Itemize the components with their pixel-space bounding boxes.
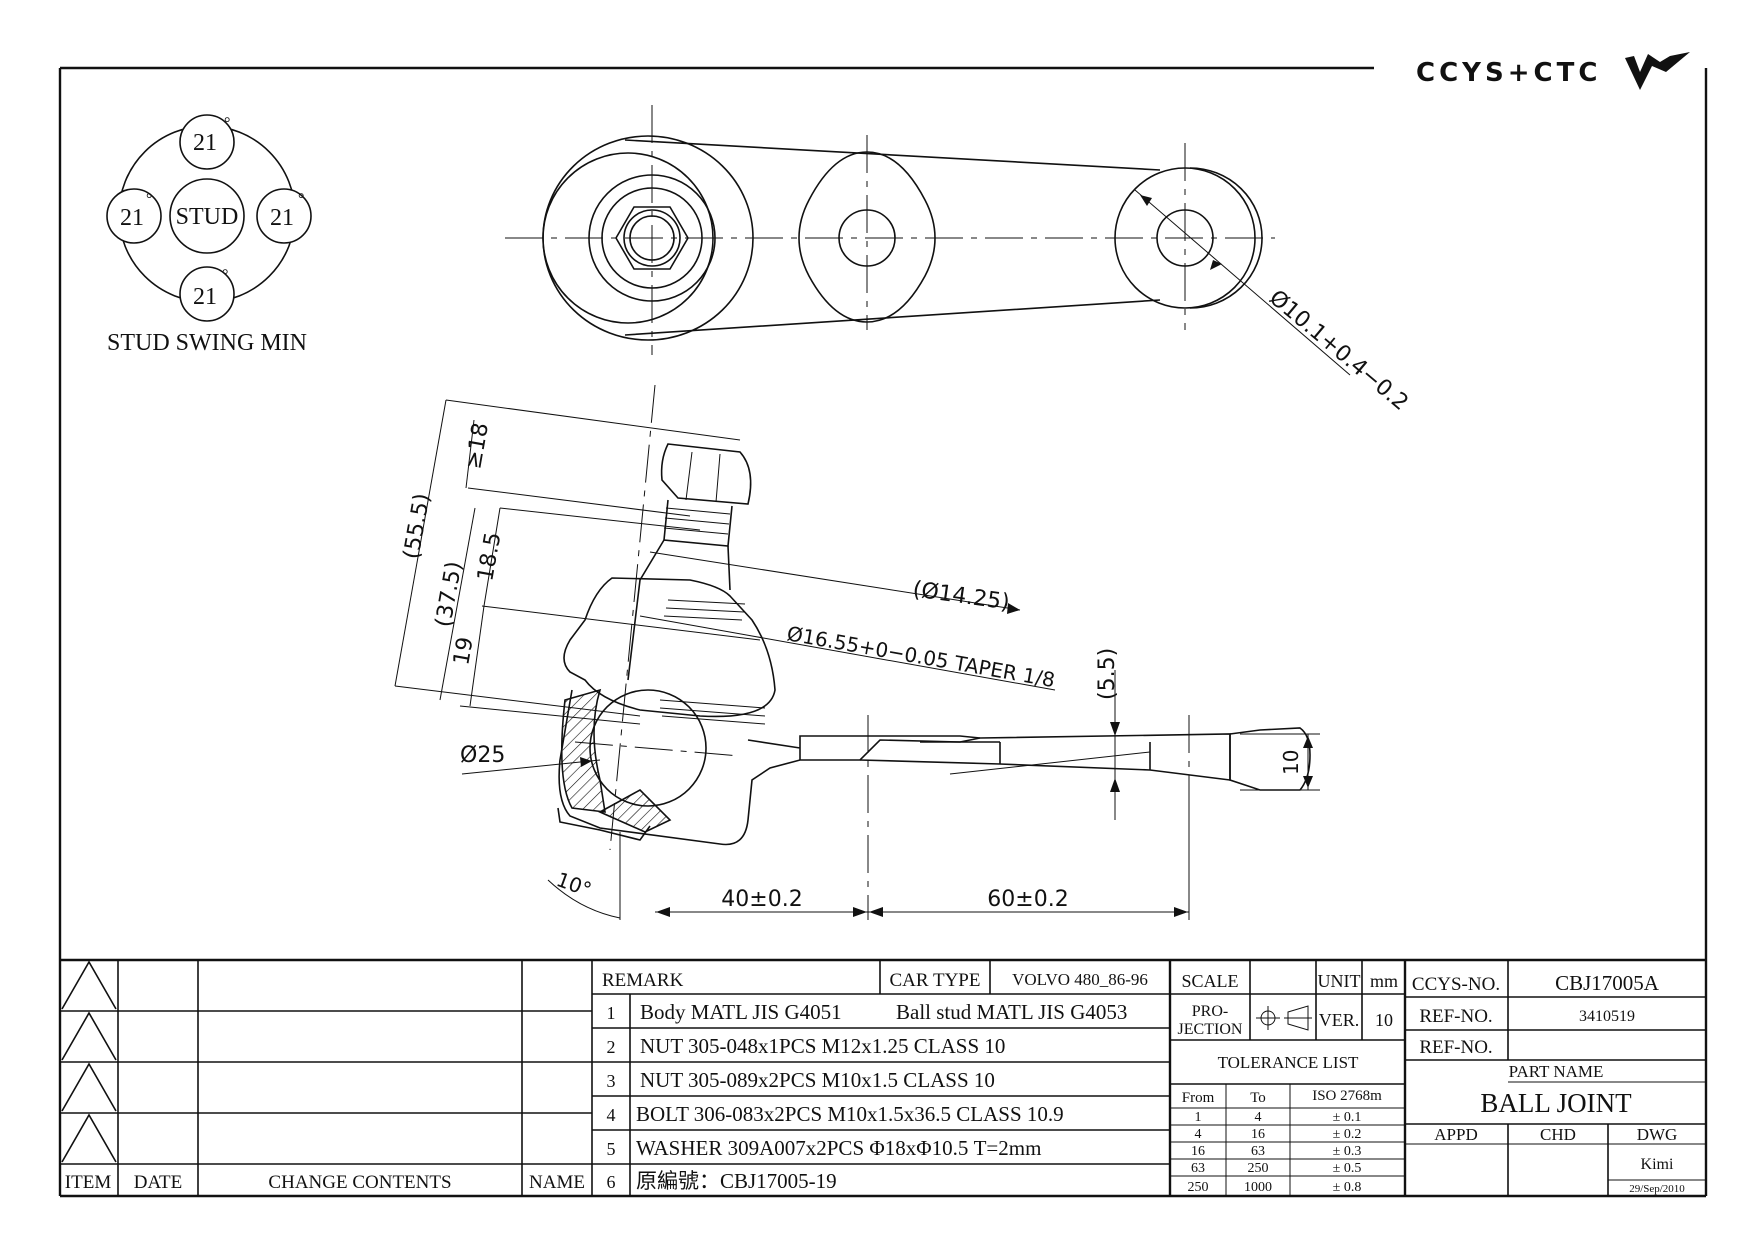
ccys-no-label: CCYS-NO. <box>1412 974 1500 995</box>
remark-no-5: 5 <box>607 1139 616 1159</box>
dim-40: 40±0.2 <box>721 887 802 912</box>
remark-no-4: 4 <box>607 1105 616 1125</box>
tol-to-3: 63 <box>1251 1144 1265 1159</box>
dim-d14-25: (Ø14.25) <box>911 577 1011 615</box>
part-name-value: BALL JOINT <box>1480 1088 1632 1118</box>
chd-label: CHD <box>1540 1125 1576 1144</box>
dim-taper: Ø16.55+0−0.05 TAPER 1/8 <box>785 621 1057 692</box>
remark-no-6: 6 <box>607 1172 616 1192</box>
dim-d25: Ø25 <box>460 743 505 768</box>
remark-no-2: 2 <box>607 1037 616 1057</box>
remark-header: REMARK <box>602 970 684 991</box>
projection-symbol-icon <box>1256 1005 1312 1031</box>
tol-value-2: ± 0.2 <box>1333 1127 1362 1142</box>
title-block: ITEM DATE CHANGE CONTENTS NAME REMARK CA… <box>60 958 1706 1196</box>
swing-top: 21 <box>193 130 217 156</box>
swing-caption: STUD SWING MIN <box>107 330 307 356</box>
company-logo: CCYS+CTC <box>1416 52 1690 90</box>
projection-label-2: JECTION <box>1178 1021 1243 1038</box>
rev-header-contents: CHANGE CONTENTS <box>268 1172 451 1193</box>
part-info-block: CCYS-NO. CBJ17005A REF-NO. 3410519 REF-N… <box>1405 960 1706 1196</box>
swing-bottom: 21 <box>193 284 217 310</box>
swing-left-degree: ° <box>146 191 152 208</box>
rev-header-item: ITEM <box>65 1172 112 1193</box>
dwg-by: Kimi <box>1641 1156 1674 1173</box>
remark-text-1: Body MATL JIS G4051 <box>640 1000 842 1024</box>
dim-eye-diameter: Ø10.1+0.4−0.2 <box>1264 285 1413 415</box>
swing-right: 21 <box>270 205 294 231</box>
tol-header-to: To <box>1250 1090 1266 1106</box>
dwg-label: DWG <box>1637 1125 1678 1144</box>
remarks-table: REMARK CAR TYPE VOLVO 480_86-96 1 Body M… <box>592 960 1172 1196</box>
rev-header-date: DATE <box>134 1172 183 1193</box>
dim-55-5: (55.5) <box>399 492 435 561</box>
remark-no-1: 1 <box>607 1003 616 1023</box>
tol-to-2: 16 <box>1251 1127 1265 1142</box>
tol-header-iso: ISO 2768m <box>1312 1088 1382 1104</box>
remark-text-2: NUT 305-048x1PCS M12x1.25 CLASS 10 <box>640 1034 1005 1058</box>
remark-text-5: WASHER 309A007x2PCS Φ18xΦ10.5 T=2mm <box>636 1136 1041 1160</box>
dim-60: 60±0.2 <box>987 887 1068 912</box>
remark-no-3: 3 <box>607 1071 616 1091</box>
appd-label: APPD <box>1434 1125 1477 1144</box>
remark-text-4: BOLT 306-083x2PCS M10x1.5x36.5 CLASS 10.… <box>636 1102 1064 1126</box>
remark-text-3: NUT 305-089x2PCS M10x1.5 CLASS 10 <box>640 1068 995 1092</box>
tol-value-3: ± 0.3 <box>1333 1144 1362 1159</box>
swing-bottom-degree: ° <box>222 267 228 284</box>
unit-label: UNIT <box>1318 971 1361 991</box>
side-view-dimensions: (55.5) ≥18 (37.5) 18.5 19 (Ø14.25) Ø16.5… <box>394 399 1320 920</box>
tol-from-5: 250 <box>1188 1180 1209 1195</box>
tol-from-1: 1 <box>1195 1110 1202 1125</box>
projection-label-1: PRO- <box>1192 1003 1228 1020</box>
tol-to-1: 4 <box>1255 1110 1262 1125</box>
dim-10: 10 <box>1279 750 1303 775</box>
dim-ge-18: ≥18 <box>461 421 494 471</box>
part-name-label: PART NAME <box>1509 1062 1604 1081</box>
swing-top-degree: ° <box>224 115 230 132</box>
logo-mark-icon <box>1625 52 1690 90</box>
tol-to-5: 1000 <box>1244 1180 1272 1195</box>
stud-swing-diagram: 21 ° 21 ° 21 ° 21 ° STUD STUD SWING MIN <box>106 114 312 356</box>
drawing-date: 29/Sep/2010 <box>1629 1183 1685 1195</box>
side-view <box>557 384 1311 920</box>
car-type-value: VOLVO 480_86-96 <box>1012 970 1148 989</box>
remark-text-1b: Ball stud MATL JIS G4053 <box>896 1000 1127 1024</box>
tol-value-5: ± 0.8 <box>1333 1180 1362 1195</box>
tol-from-3: 16 <box>1191 1144 1205 1159</box>
tol-to-4: 250 <box>1248 1161 1269 1176</box>
scale-label: SCALE <box>1181 971 1238 991</box>
car-type-label: CAR TYPE <box>890 970 981 991</box>
drawing-frame <box>58 66 1708 1198</box>
ver-label: VER. <box>1319 1010 1360 1030</box>
swing-right-degree: ° <box>298 191 304 208</box>
ref-no2-label: REF-NO. <box>1419 1037 1492 1058</box>
dim-10-degree: 10° <box>553 867 595 902</box>
dim-5-5: (5.5) <box>1095 648 1120 700</box>
revision-table: ITEM DATE CHANGE CONTENTS NAME <box>60 960 593 1196</box>
tol-from-2: 4 <box>1195 1127 1202 1142</box>
dim-19: 19 <box>449 635 478 667</box>
rev-header-name: NAME <box>529 1172 585 1193</box>
swing-center-label: STUD <box>176 204 239 230</box>
ver-value: 10 <box>1375 1010 1393 1030</box>
revision-triangles <box>61 960 117 1163</box>
dim-37-5: (37.5) <box>431 560 467 629</box>
remark-text-6: 原編號：CBJ17005-19 <box>636 1169 837 1193</box>
spec-block: SCALE UNIT mm PRO- JECTION VER. 10 TOLER… <box>1170 960 1407 1196</box>
tol-value-4: ± 0.5 <box>1333 1161 1362 1176</box>
tol-value-1: ± 0.1 <box>1333 1110 1362 1125</box>
ccys-no-value: CBJ17005A <box>1555 971 1660 995</box>
tolerance-title: TOLERANCE LIST <box>1218 1053 1359 1072</box>
ref-no-value: 3410519 <box>1579 1008 1635 1025</box>
unit-value: mm <box>1370 971 1398 991</box>
ref-no-label: REF-NO. <box>1419 1006 1492 1027</box>
tol-from-4: 63 <box>1191 1161 1205 1176</box>
swing-left: 21 <box>120 205 144 231</box>
top-view: Ø10.1+0.4−0.2 <box>505 105 1413 416</box>
logo-text: CCYS+CTC <box>1416 58 1601 88</box>
dim-18-5: 18.5 <box>473 530 506 583</box>
tol-header-from: From <box>1182 1090 1215 1106</box>
